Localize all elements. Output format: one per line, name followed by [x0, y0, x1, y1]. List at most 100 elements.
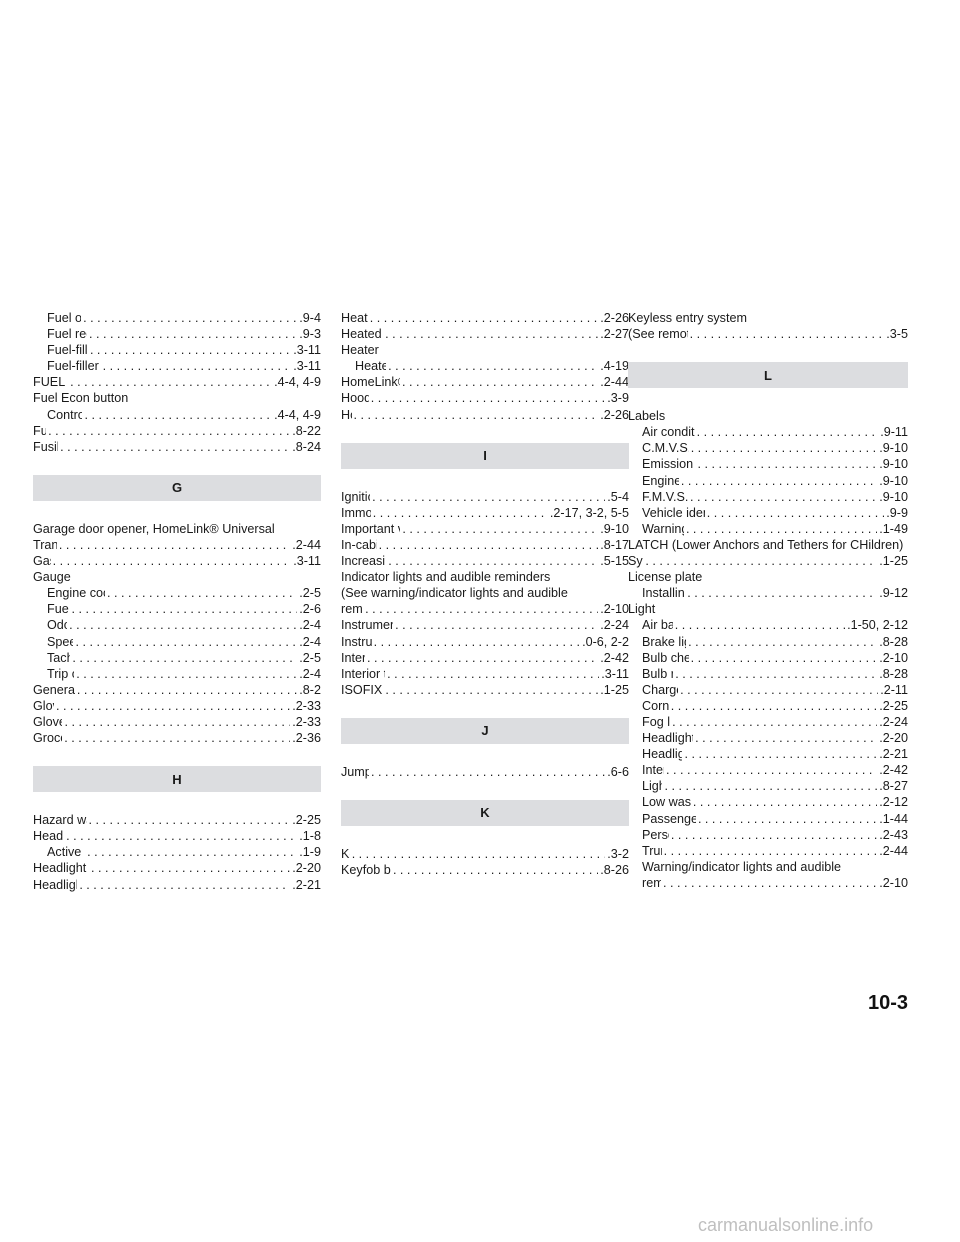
entry-page-ref: .9-11 [880, 425, 908, 440]
index-entry: ISOFIX child restraints.1-25 [341, 682, 629, 698]
index-entry: Personal lights.2-43 [628, 827, 908, 843]
entry-label: Head restraints [33, 829, 64, 844]
entry-page-ref: .9-10 [879, 489, 908, 504]
dot-leader [675, 666, 877, 682]
entry-label: Warning/indicator lights and audible [642, 859, 842, 874]
entry-page-ref: .8-26 [600, 863, 629, 878]
entry-label: Active head restraint [47, 845, 85, 860]
dot-leader [371, 390, 606, 406]
dot-leader [64, 730, 290, 746]
dot-leader [387, 666, 599, 682]
entry-label: Hood release [341, 391, 369, 406]
dot-leader [688, 634, 877, 650]
index-entry: Head restraints.1-8 [33, 828, 321, 844]
entry-label: Light [628, 602, 656, 617]
entry-page-ref: .3-11 [601, 666, 629, 681]
index-entry: Keyless entry system [628, 310, 908, 326]
entry-page-ref: .8-28 [879, 666, 908, 681]
entry-label: In-cabin microfilter [341, 537, 377, 552]
index-entry: Air conditioner specification label.9-11 [628, 424, 908, 440]
entry-page-ref: .2-26 [600, 407, 629, 422]
entry-label: Increasing fuel economy [341, 554, 386, 569]
entry-page-ref: .1-44 [879, 811, 908, 826]
entry-page-ref: .2-33 [292, 698, 321, 713]
entry-page-ref: .2-4 [299, 634, 321, 649]
index-entry: Odometer.2-4 [33, 617, 321, 633]
entry-label: Transceiver [33, 537, 57, 552]
dot-leader [687, 585, 877, 601]
entry-label: Glove box lock [33, 714, 63, 729]
entry-label: System [628, 554, 643, 569]
entry-page-ref: .8-17 [600, 537, 629, 552]
dot-leader [76, 666, 297, 682]
entry-page-ref: .2-44 [292, 537, 321, 552]
index-entry: Transceiver .2-44 [33, 537, 321, 553]
entry-page-ref: .2-33 [292, 714, 321, 729]
index-entry: Jump starting.6-6 [341, 764, 629, 780]
entry-label: Fuel gauge [47, 602, 70, 617]
entry-label: Fusible links [33, 439, 58, 454]
dot-leader [66, 828, 297, 844]
index-entry: Gas cap.3-11 [33, 553, 321, 569]
entry-label: License plate [628, 570, 703, 585]
entry-page-ref: .3-11 [293, 554, 321, 569]
dot-leader [48, 423, 290, 439]
entry-label: Heated steering wheel [341, 327, 383, 342]
entry-label: Indicator lights and audible reminders [341, 570, 551, 585]
entry-label: Speedometer [47, 634, 74, 649]
entry-page-ref: .9-9 [886, 505, 908, 520]
entry-page-ref: .2-44 [600, 375, 629, 390]
dot-leader [680, 682, 878, 698]
entry-label: Heater operation [355, 359, 387, 374]
dot-leader [388, 553, 598, 569]
dot-leader [693, 794, 877, 810]
index-entry: Headlight and turn signal switch.2-20 [33, 860, 321, 876]
index-entry: Gauge [33, 569, 321, 585]
dot-leader [388, 358, 598, 374]
entry-label: Interior light [642, 763, 664, 778]
index-entry: Fuel recommendation.9-3 [33, 326, 321, 342]
entry-label: reminders) [341, 602, 363, 617]
entry-page-ref: .9-10 [600, 521, 629, 536]
index-entry: Indicator lights and audible reminders [341, 569, 629, 585]
index-entry: Tachometer.2-5 [33, 650, 321, 666]
entry-label: Ignition switch [341, 489, 370, 504]
entry-label: F.M.V.S.S. certification label [642, 489, 688, 504]
entry-page-ref: .8-27 [879, 779, 908, 794]
entry-page-ref: .3-11 [293, 359, 321, 374]
index-entry: LATCH (Lower Anchors and Tethers for CHi… [628, 537, 908, 553]
entry-label: Fuel-filler door lock opener lever [47, 359, 101, 374]
dot-leader [352, 846, 606, 862]
entry-label: Horn [341, 407, 352, 422]
dot-leader [56, 698, 290, 714]
index-entry: Cornering light.2-25 [628, 698, 908, 714]
entry-label: Passenger air bag and status light [642, 811, 696, 826]
entry-page-ref: .2-10 [879, 650, 908, 665]
index-entry: Installing the license plate.9-12 [628, 585, 908, 601]
entry-page-ref: .2-17, 3-2, 5-5 [549, 505, 629, 520]
index-column-3: Keyless entry system(See remote keyless … [628, 310, 908, 891]
entry-label: Vehicle identification number (VIN) plat… [642, 505, 705, 520]
index-entry: Heated seats.2-26 [341, 310, 629, 326]
dot-leader [395, 617, 598, 633]
entry-label: Brake light (See stop light) [642, 634, 686, 649]
index-entry: Light bulbs.8-27 [628, 778, 908, 794]
dot-leader [402, 374, 598, 390]
index-entry: Glove box.2-33 [33, 698, 321, 714]
entry-page-ref: .3-9 [607, 391, 629, 406]
dot-leader [666, 762, 877, 778]
index-entry: Interior light.2-42 [628, 762, 908, 778]
entry-page-ref: .2-10 [600, 602, 629, 617]
dot-leader [367, 650, 598, 666]
entry-label: Labels [628, 409, 666, 424]
index-entry: License plate [628, 569, 908, 585]
index-entry: Engine serial number.9-10 [628, 473, 908, 489]
entry-label: Fuses [33, 423, 47, 438]
dot-leader [373, 505, 548, 521]
index-entry: Fuses.8-22 [33, 423, 321, 439]
entry-page-ref: .2-25 [292, 813, 321, 828]
index-entry: Fuel octane rating.9-4 [33, 310, 321, 326]
index-entry: Instrument brightness control.2-24 [341, 617, 629, 633]
entry-page-ref: .5-4 [607, 489, 629, 504]
